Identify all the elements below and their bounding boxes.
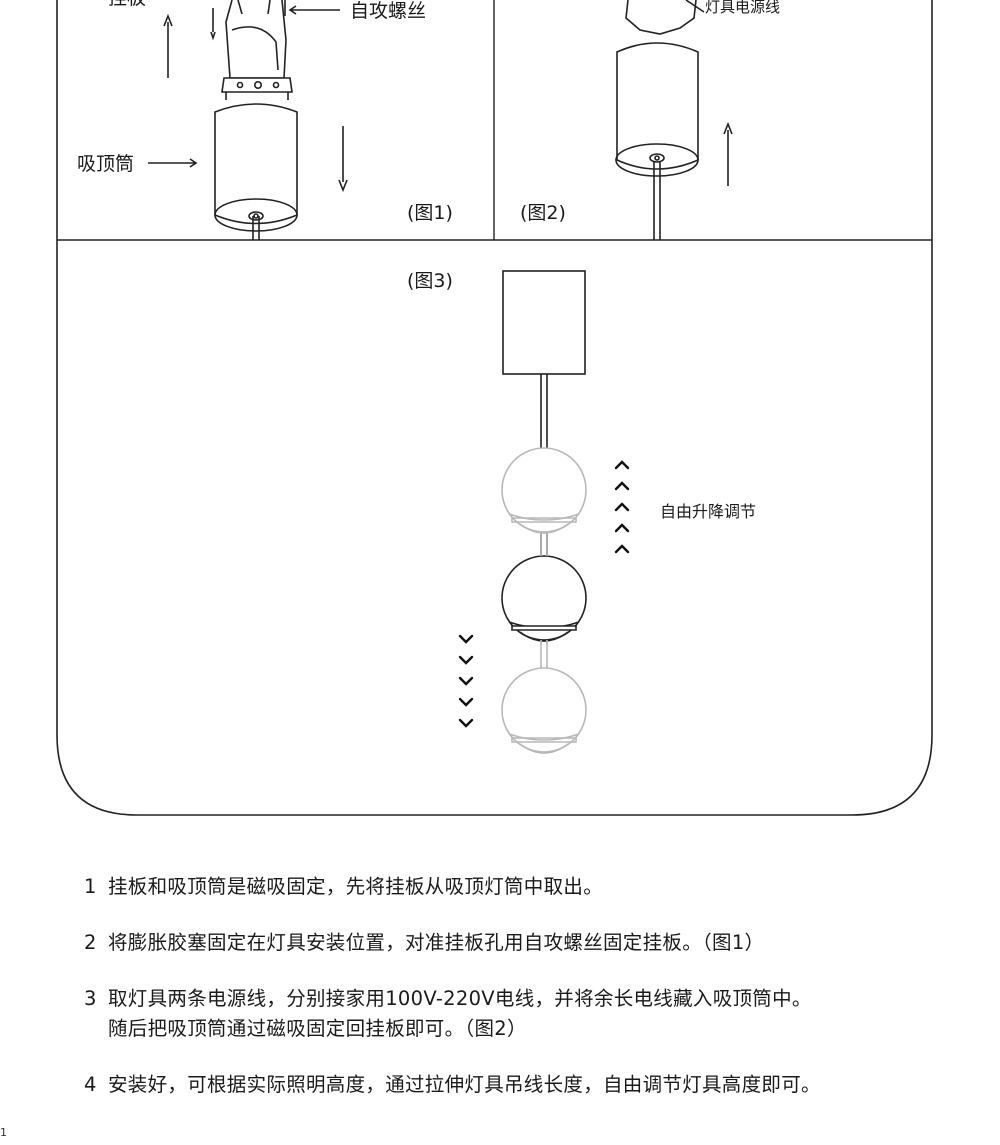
lamp-ball-raised bbox=[501, 447, 587, 534]
arrow-down-icon bbox=[338, 126, 348, 193]
arrow-up-icon bbox=[163, 13, 173, 78]
figure-3-ghost bbox=[501, 447, 587, 754]
step-text: 取灯具两条电源线，分别接家用100V-220V电线，并将余长电线藏入吸顶筒中。 … bbox=[108, 984, 964, 1044]
step-line: 安装好，可根据实际照明高度，通过拉伸灯具吊线长度，自由调节灯具高度即可。 bbox=[108, 1073, 821, 1096]
step-2: 2 将膨胀胶塞固定在灯具安装位置，对准挂板孔用自攻螺丝固定挂板。（图1） bbox=[84, 928, 964, 958]
up-chevrons-icon bbox=[614, 460, 630, 554]
label-ceiling-cylinder: 吸顶筒 bbox=[77, 153, 134, 175]
step-number: 3 bbox=[84, 987, 97, 1010]
label-self-tapping-screw: 自攻螺丝 bbox=[350, 0, 426, 22]
instruction-steps: 1 挂板和吸顶筒是磁吸固定，先将挂板从吸顶灯筒中取出。 2 将膨胀胶塞固定在灯具… bbox=[84, 872, 964, 1126]
step-number: 1 bbox=[84, 875, 97, 898]
step-number: 4 bbox=[84, 1073, 97, 1096]
hanging-plate-base bbox=[221, 77, 293, 93]
label-hanging-plate: 挂板 bbox=[108, 0, 146, 9]
ceiling-box bbox=[502, 270, 586, 375]
installation-diagram: 挂板 自攻螺丝 吸顶筒 (图1) 灯具电源线 (图2) (图3) bbox=[56, 0, 933, 816]
figure-2 bbox=[615, 0, 733, 240]
label-fig3: (图3) bbox=[407, 270, 453, 292]
label-power-wire: 灯具电源线 bbox=[705, 0, 780, 16]
ceiling-cylinder-2 bbox=[616, 42, 699, 170]
step-line: 挂板和吸顶筒是磁吸固定，先将挂板从吸顶灯筒中取出。 bbox=[108, 875, 604, 898]
step-text: 安装好，可根据实际照明高度，通过拉伸灯具吊线长度，自由调节灯具高度即可。 bbox=[108, 1070, 964, 1100]
figure-1 bbox=[148, 0, 348, 240]
ceiling-cylinder-body bbox=[214, 103, 298, 225]
arrow-up-icon bbox=[723, 121, 733, 186]
label-fig1: (图1) bbox=[407, 202, 453, 224]
step-line: 取灯具两条电源线，分别接家用100V-220V电线，并将余长电线藏入吸顶筒中。 bbox=[108, 987, 812, 1010]
step-1: 1 挂板和吸顶筒是磁吸固定，先将挂板从吸顶灯筒中取出。 bbox=[84, 872, 964, 902]
screw-left bbox=[210, 8, 216, 41]
label-fig2: (图2) bbox=[520, 202, 566, 224]
down-chevrons-icon bbox=[458, 634, 474, 728]
lamp-ball-current bbox=[501, 555, 587, 642]
lamp-ball-lowered bbox=[501, 667, 587, 754]
step-line: 将膨胀胶塞固定在灯具安装位置，对准挂板孔用自攻螺丝固定挂板。（图1） bbox=[108, 931, 765, 954]
page-number: 1 bbox=[0, 1126, 7, 1139]
step-4: 4 安装好，可根据实际照明高度，通过拉伸灯具吊线长度，自由调节灯具高度即可。 bbox=[84, 1070, 964, 1100]
diagram-frame bbox=[56, 0, 933, 816]
step-number: 2 bbox=[84, 931, 97, 954]
step-line: 随后把吸顶筒通过磁吸固定回挂板即可。（图2） bbox=[108, 1017, 527, 1040]
step-text: 将膨胀胶塞固定在灯具安装位置，对准挂板孔用自攻螺丝固定挂板。（图1） bbox=[108, 928, 964, 958]
step-3: 3 取灯具两条电源线，分别接家用100V-220V电线，并将余长电线藏入吸顶筒中… bbox=[84, 984, 964, 1044]
label-free-adjust: 自由升降调节 bbox=[660, 502, 756, 521]
step-text: 挂板和吸顶筒是磁吸固定，先将挂板从吸顶灯筒中取出。 bbox=[108, 872, 964, 902]
